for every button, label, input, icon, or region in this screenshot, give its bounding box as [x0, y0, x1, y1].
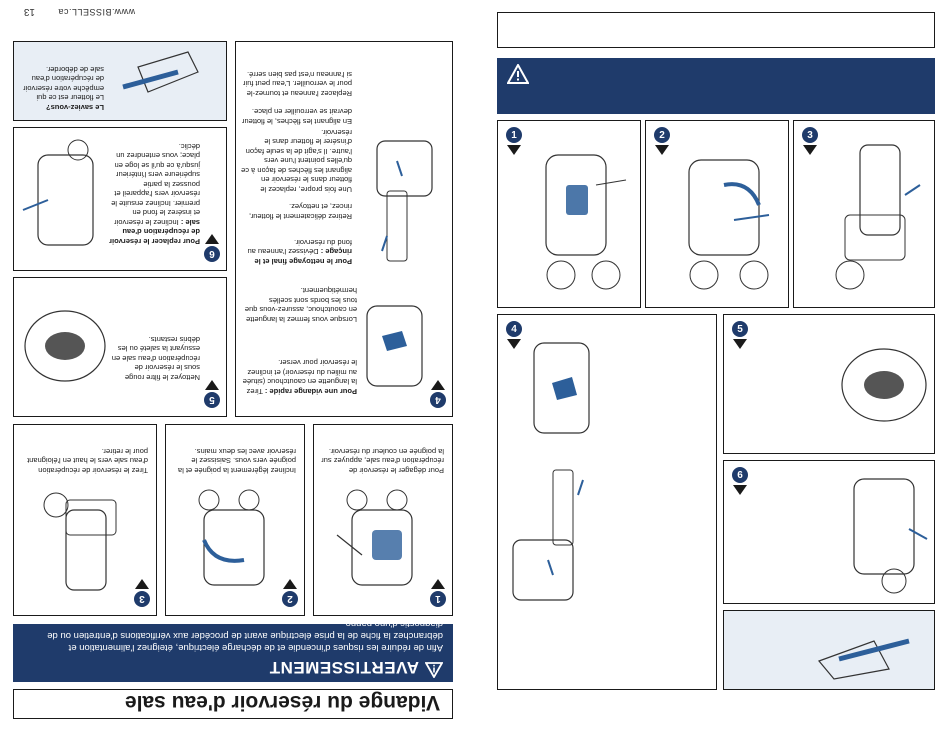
step-2-panel: 2	[645, 120, 789, 308]
warning-triangle-icon	[424, 657, 444, 679]
step-2-text: Inclinez légèrement la poignée et la poi…	[178, 447, 296, 475]
arrow-down-icon	[803, 145, 817, 155]
footer-url: www.BISSELL.ca	[57, 7, 135, 17]
ring-lock-text: Replacez l'anneau et tournez-le pour le …	[243, 70, 352, 98]
step-number: 4	[430, 392, 446, 408]
tip-panel	[723, 610, 935, 690]
tank-pour-illustration	[804, 621, 924, 683]
step-2-panel: 2 Inclinez légèrement la poignée et la p…	[165, 424, 305, 616]
step-1-panel: 1 Pour dégager le réservoir de récupérat…	[313, 424, 453, 616]
arrow-down-icon	[283, 579, 297, 589]
replace-tank-illustration	[18, 135, 108, 260]
tank-tab-illustration	[352, 296, 432, 396]
step-number: 2	[282, 591, 298, 607]
step-number: 6	[204, 246, 220, 262]
arrow-down-icon	[507, 145, 521, 155]
float-removal-illustration	[508, 465, 598, 605]
step-number: 6	[732, 467, 748, 483]
tank-tab-illustration	[524, 333, 604, 443]
arrow-down-icon	[733, 485, 747, 495]
step-5-text: Nettoyez le filtre rouge sous le réservo…	[111, 335, 200, 382]
step-5-panel: 5	[723, 314, 935, 454]
step-1-text: Pour dégager le réservoir de récupératio…	[321, 447, 444, 475]
filter-illustration	[19, 286, 111, 406]
tip-heading: Le saviez-vous?	[46, 103, 104, 112]
arrow-down-icon	[733, 339, 747, 349]
tank-removal-illustration	[820, 135, 930, 303]
step-1-panel: 1	[497, 120, 641, 308]
step-number: 2	[654, 127, 670, 143]
step-number: 3	[134, 591, 150, 607]
step-3-text: Tirez le réservoir de récupération d'eau…	[27, 447, 148, 475]
step-number: 4	[506, 321, 522, 337]
tank-pour-illustration	[108, 48, 218, 112]
step-number: 5	[732, 321, 748, 337]
arrow-down-icon	[135, 579, 149, 589]
float-lock-text: En alignant les flèches, le flotteur dev…	[241, 107, 352, 127]
step-6-panel: 6 Pour replacer le réservoir de récupéra…	[13, 127, 227, 271]
step-number: 1	[506, 127, 522, 143]
arrow-down-icon	[431, 380, 445, 390]
step-number: 3	[802, 127, 818, 143]
float-remove-text: Retirez délicatement le flotteur, rincez…	[249, 202, 352, 222]
float-replace-text: Une fois propre, replacez le flotteur da…	[241, 128, 352, 194]
empty-title-box	[497, 12, 935, 48]
tank-removal-illustration	[26, 485, 136, 595]
page-number: 13	[23, 6, 35, 17]
float-removal-illustration	[352, 136, 442, 266]
warning-triangle-icon	[506, 62, 530, 88]
vacuum-illustration	[674, 135, 784, 303]
seal-text: Lorsque vous fermez la languette en caou…	[244, 286, 357, 325]
arrow-down-icon	[431, 579, 445, 589]
tip-text: Le flotteur est ce qui empêche votre rés…	[23, 65, 104, 103]
left-page: 13 www.BISSELL.ca Vidange du réservoir d…	[13, 6, 453, 719]
step-3-panel: 3 Tirez le réservoir de récupération d'e…	[13, 424, 157, 616]
vacuum-illustration	[322, 485, 432, 595]
warning-banner: AVERTISSEMENT Afin de réduire les risque…	[13, 618, 453, 682]
step-4-panel: 4 Pour une vidange rapide : Tirez la lan…	[235, 41, 453, 417]
step-number: 1	[430, 591, 446, 607]
blue-warning-banner	[497, 58, 935, 114]
step-6-panel: 6	[723, 460, 935, 604]
vacuum-illustration	[174, 485, 284, 595]
arrow-down-icon	[655, 145, 669, 155]
tip-panel: Le saviez-vous? Le flotteur est ce qui e…	[13, 41, 227, 121]
filter-illustration	[834, 323, 930, 447]
step-4-panel: 4	[497, 314, 717, 690]
step-number: 5	[204, 392, 220, 408]
step-5-panel: 5 Nettoyez le filtre rouge sous le réser…	[13, 277, 227, 417]
warning-text: Afin de réduire les risques d'incendie e…	[47, 618, 443, 653]
arrow-down-icon	[507, 339, 521, 349]
quick-empty-heading: Pour une vidange rapide :	[264, 387, 357, 396]
page-title: Vidange du réservoir d'eau sale	[13, 689, 453, 719]
replace-tank-text: Inclinez le réservoir et insérez le fond…	[111, 142, 200, 227]
vacuum-illustration	[526, 135, 636, 303]
arrow-down-icon	[205, 380, 219, 390]
left-page-rotated: 13 www.BISSELL.ca Vidange du réservoir d…	[13, 6, 453, 719]
warning-heading: AVERTISSEMENT	[23, 657, 444, 679]
arrow-down-icon	[205, 234, 219, 244]
step-3-panel: 3	[793, 120, 935, 308]
right-page: 1 2 3 4 5 6	[475, 0, 950, 731]
replace-tank-illustration	[834, 469, 930, 597]
